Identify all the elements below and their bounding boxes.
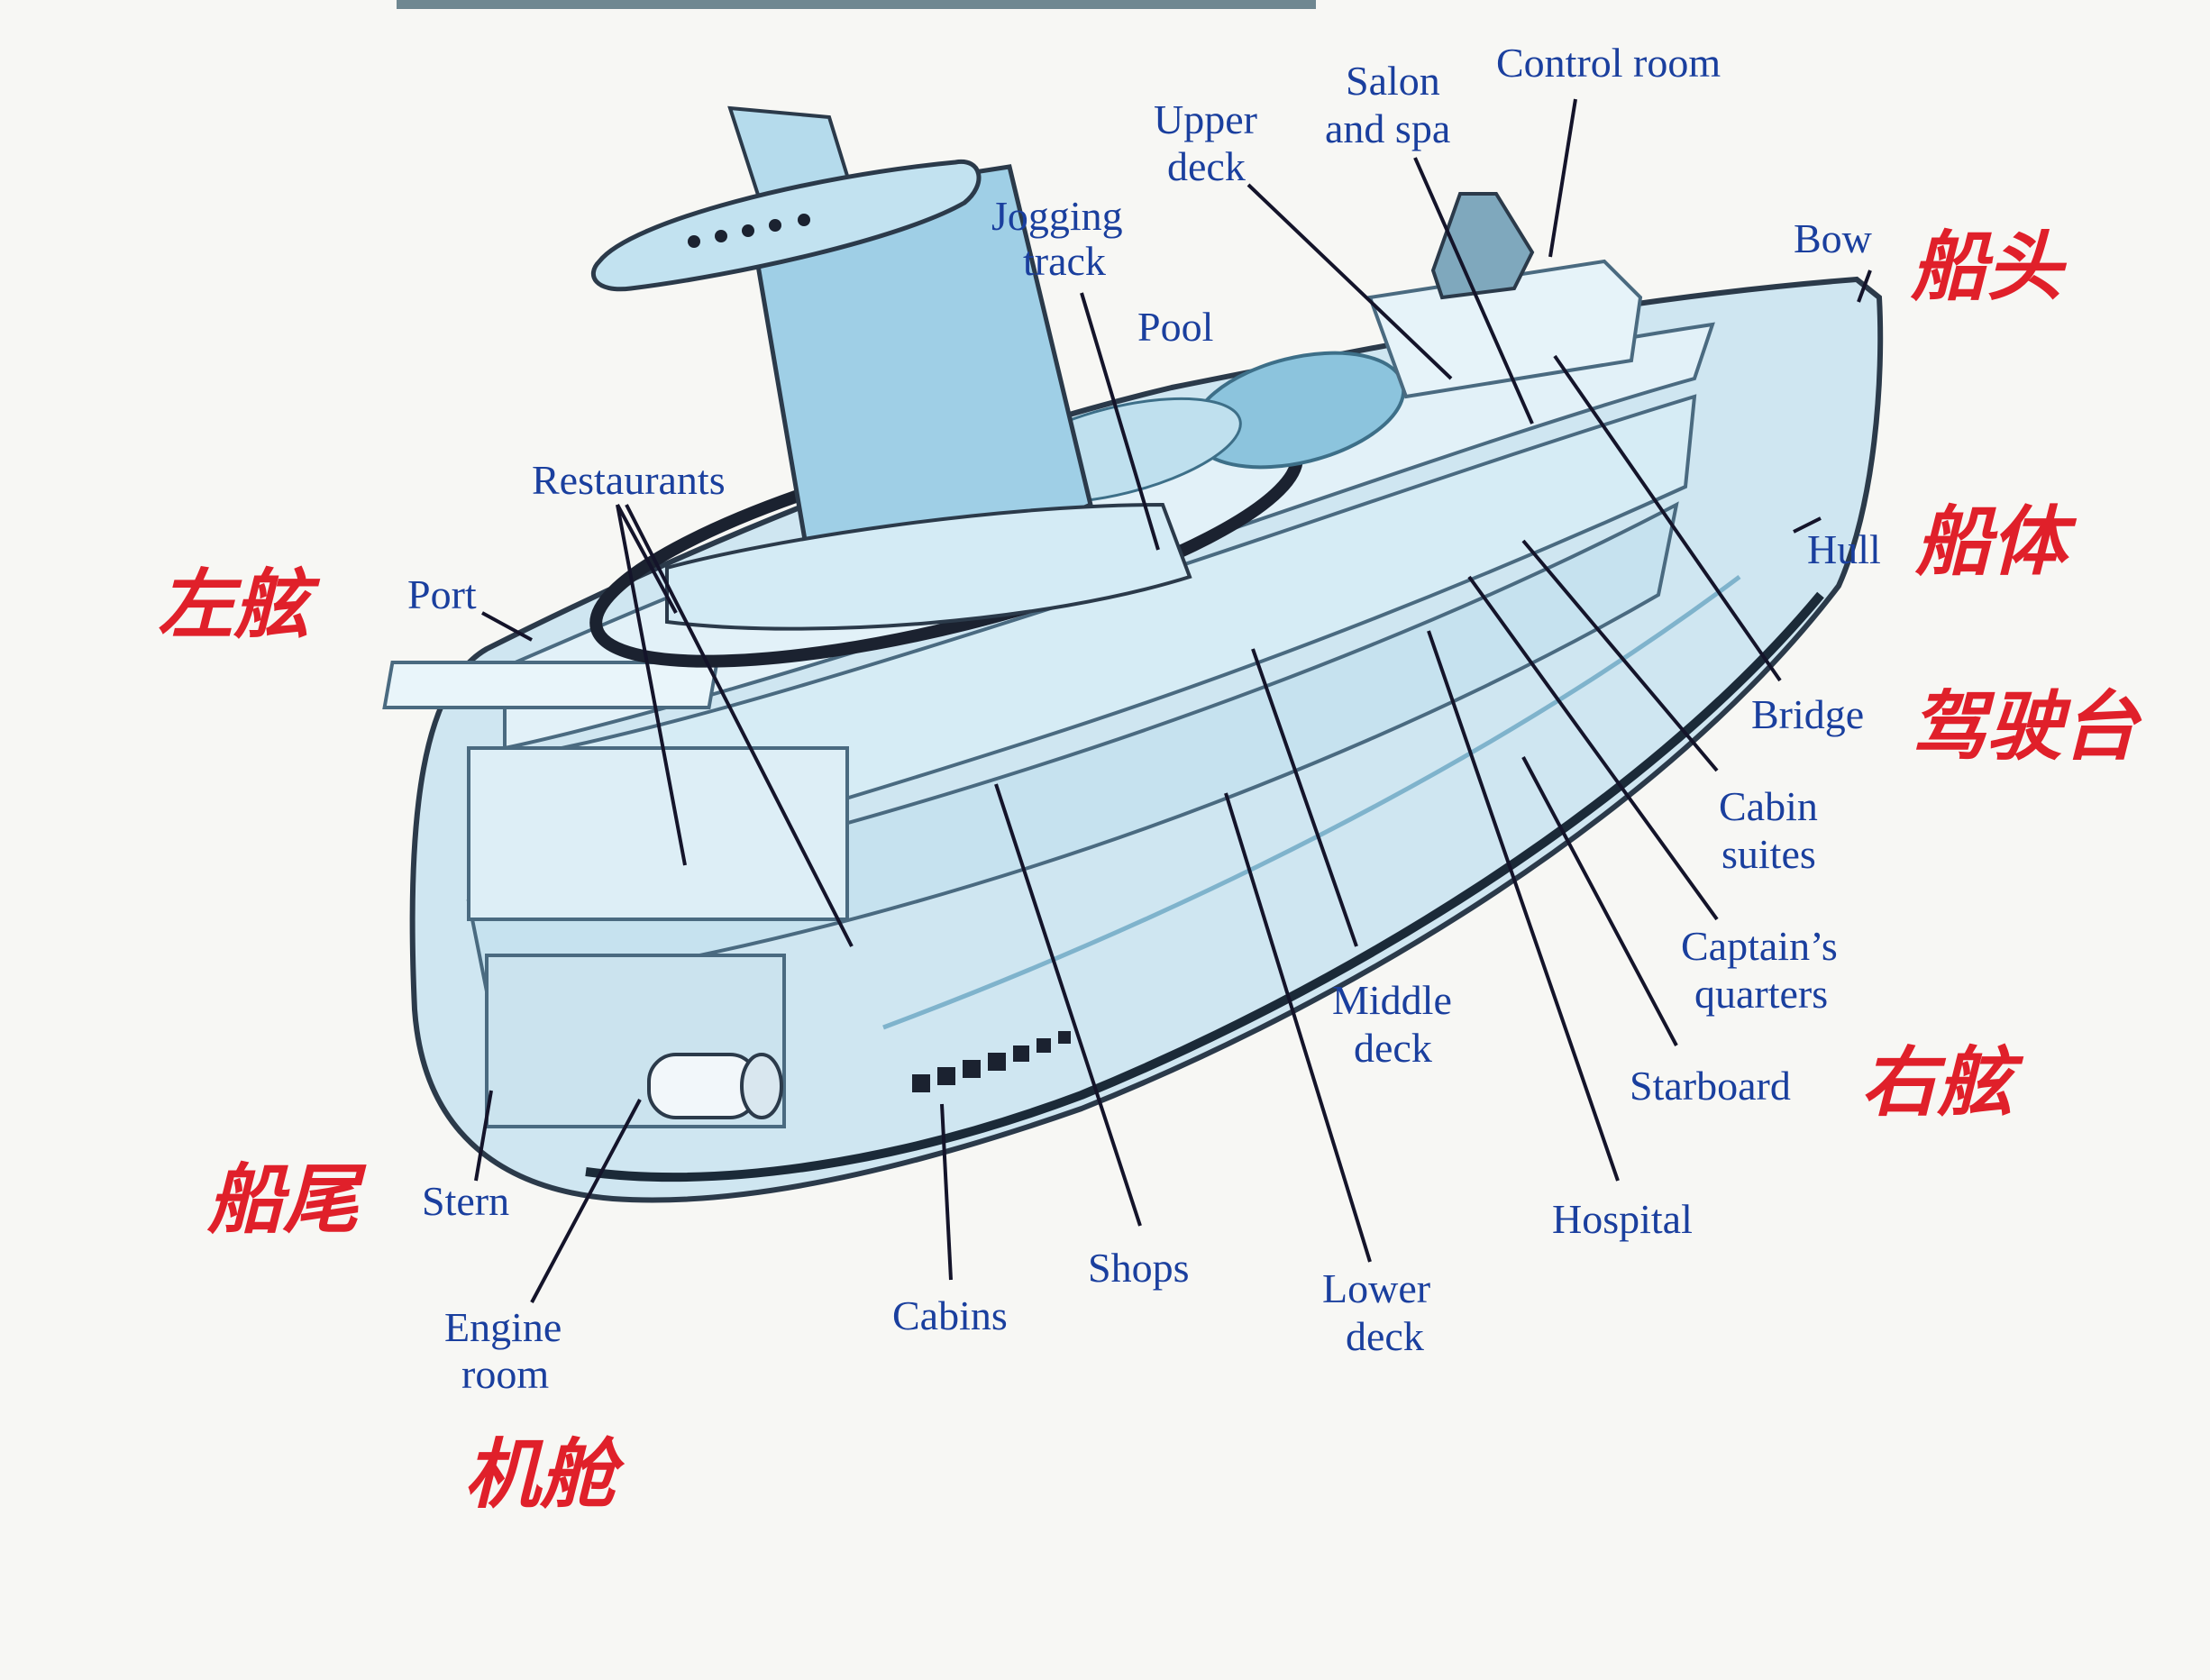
label-control-room: Control room: [1496, 40, 1721, 86]
leader-upper-deck: [1247, 183, 1453, 380]
label-bridge: Bridge: [1751, 691, 1864, 737]
leader-restaurants-2: [625, 504, 854, 947]
label-lower-deck-line2: deck: [1346, 1313, 1424, 1359]
label-captains-line2: quarters: [1694, 971, 1828, 1017]
funnel-cap: [590, 160, 982, 292]
label-middle-deck-line2: deck: [1354, 1025, 1432, 1071]
leader-jogging-track: [1080, 292, 1160, 551]
engine-cylinder: [647, 1053, 783, 1119]
leader-port: [481, 611, 533, 642]
label-jogging-line2: track: [1023, 238, 1106, 284]
leader-bridge: [1553, 354, 1782, 682]
leader-middle-deck: [1251, 648, 1358, 947]
label-hull: Hull: [1807, 526, 1881, 572]
label-pool: Pool: [1137, 304, 1213, 350]
page-top-edge: [397, 0, 1316, 9]
label-stern: Stern: [422, 1178, 509, 1224]
printed-labels: Control room Salon and spa Upper deck Jo…: [407, 40, 1881, 1397]
keel-stripe: [585, 591, 1824, 1182]
leader-hull: [1793, 516, 1822, 534]
label-hospital: Hospital: [1552, 1196, 1693, 1242]
leader-shops: [994, 783, 1142, 1227]
leader-engine-room: [530, 1099, 642, 1303]
leader-bow: [1857, 269, 1872, 303]
leader-stern: [474, 1090, 493, 1182]
waterline: [882, 574, 1741, 1030]
handwritten-bow: 船头: [1910, 223, 2068, 311]
bridge-block: [1367, 259, 1643, 399]
label-cabin-suites-line1: Cabin: [1719, 783, 1818, 829]
leader-control-room: [1548, 98, 1577, 258]
handwritten-starboard: 右舷: [1861, 1038, 2024, 1127]
leader-lines: [474, 98, 1872, 1303]
handwritten-hull: 船体: [1914, 498, 2078, 586]
restaurant-deck-box: [467, 746, 849, 921]
handwritten-annotations: 船头 船体 驾驶台 右舷 左舷 船尾 机舱: [158, 223, 2142, 1519]
leader-restaurants-3: [616, 504, 678, 614]
funnel-base: [665, 502, 1192, 631]
handwritten-port: 左舷: [158, 561, 321, 649]
label-restaurants: Restaurants: [532, 457, 726, 503]
leader-hospital: [1427, 630, 1620, 1182]
label-captains-line1: Captain’s: [1681, 923, 1838, 969]
handwritten-stern: 船尾: [206, 1155, 367, 1244]
label-cabin-suites-line2: suites: [1721, 831, 1816, 877]
label-bow: Bow: [1794, 215, 1873, 261]
label-lower-deck-line1: Lower: [1322, 1265, 1430, 1311]
ship-illustration: [382, 105, 1884, 1203]
label-port: Port: [407, 571, 477, 617]
leader-restaurants-1: [616, 504, 687, 866]
label-shops: Shops: [1088, 1245, 1189, 1291]
label-engine-room-line2: room: [461, 1351, 549, 1397]
label-starboard: Starboard: [1630, 1063, 1791, 1109]
label-middle-deck-line1: Middle: [1332, 977, 1452, 1023]
label-engine-room-line1: Engine: [444, 1304, 562, 1350]
handwritten-engine-room: 机舱: [464, 1430, 626, 1519]
leader-lower-deck: [1224, 792, 1372, 1263]
label-upper-deck-line2: deck: [1167, 143, 1246, 189]
leader-cabin-suites: [1521, 539, 1719, 772]
label-salon-line1: Salon: [1346, 58, 1440, 104]
leader-starboard: [1521, 756, 1678, 1046]
label-jogging-line1: Jogging: [991, 193, 1123, 239]
label-upper-deck-line1: Upper: [1154, 96, 1257, 142]
label-cabins: Cabins: [892, 1292, 1008, 1338]
label-salon-line2: and spa: [1325, 105, 1450, 151]
leader-cabins: [940, 1103, 953, 1281]
handwritten-bridge: 驾驶台: [1911, 682, 2142, 771]
leader-salon-and-spa: [1413, 157, 1534, 425]
leader-captains-quarters: [1467, 575, 1719, 921]
sun-deck-box: [382, 661, 719, 709]
porthole-row: [912, 1031, 1071, 1092]
funnel-cap-marks: [688, 214, 810, 248]
control-room-tower: [1430, 192, 1535, 300]
